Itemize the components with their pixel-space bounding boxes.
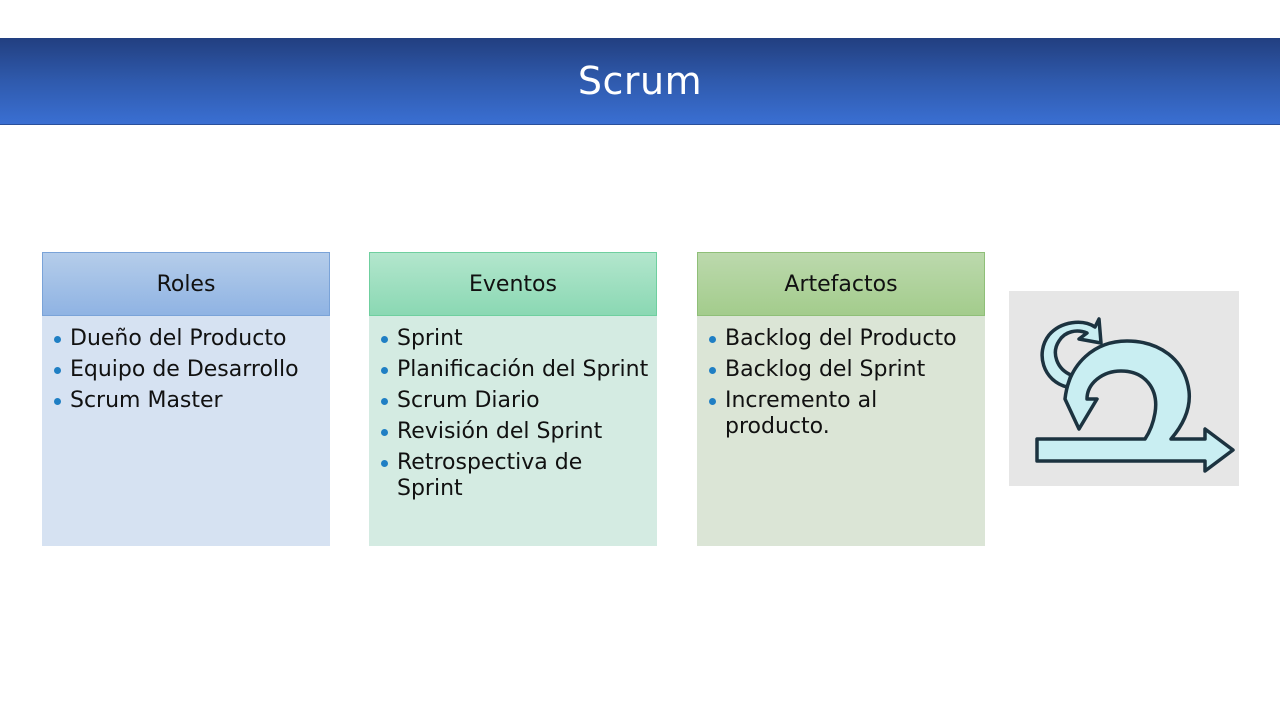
bullet-icon	[709, 336, 716, 343]
bullet-icon	[709, 398, 716, 405]
list-item: Dueño del Producto	[52, 326, 322, 352]
card-artefactos-heading: Artefactos	[697, 252, 985, 316]
list-item: Backlog del Sprint	[707, 357, 977, 383]
list-item: Revisión del Sprint	[379, 419, 649, 445]
card-eventos-body: Sprint Planificación del Sprint Scrum Di…	[369, 316, 657, 546]
eventos-list: Sprint Planificación del Sprint Scrum Di…	[379, 326, 649, 502]
card-eventos-heading: Eventos	[369, 252, 657, 316]
bullet-icon	[381, 398, 388, 405]
artefactos-list: Backlog del Producto Backlog del Sprint …	[707, 326, 977, 440]
list-item: Scrum Master	[52, 388, 322, 414]
scrum-cycle-main-arrow	[1035, 339, 1235, 473]
list-item: Retrospectiva de Sprint	[379, 450, 649, 502]
bullet-icon	[709, 367, 716, 374]
list-item: Equipo de Desarrollo	[52, 357, 322, 383]
list-item: Incremento al producto.	[707, 388, 977, 440]
list-item-text: Revisión del Sprint	[397, 419, 603, 444]
bullet-icon	[54, 398, 61, 405]
bullet-icon	[381, 367, 388, 374]
scrum-cycle-arrow-icon	[1035, 317, 1235, 473]
bullet-icon	[54, 367, 61, 374]
list-item: Planificación del Sprint	[379, 357, 649, 383]
title-bar: Scrum	[0, 38, 1280, 125]
bullet-icon	[54, 336, 61, 343]
slide-title: Scrum	[577, 59, 703, 103]
list-item: Scrum Diario	[379, 388, 649, 414]
list-item-text: Scrum Master	[70, 388, 223, 413]
scrum-cycle-image	[1009, 291, 1239, 486]
bullet-icon	[381, 336, 388, 343]
scrum-cycle-small-arrow	[1040, 317, 1103, 389]
card-artefactos-body: Backlog del Producto Backlog del Sprint …	[697, 316, 985, 546]
list-item-text: Incremento al producto.	[725, 388, 878, 439]
list-item-text: Equipo de Desarrollo	[70, 357, 299, 382]
list-item-text: Planificación del Sprint	[397, 357, 649, 382]
list-item: Backlog del Producto	[707, 326, 977, 352]
card-roles: Roles Dueño del Producto Equipo de Desar…	[42, 252, 330, 546]
card-roles-body: Dueño del Producto Equipo de Desarrollo …	[42, 316, 330, 546]
card-roles-heading: Roles	[42, 252, 330, 316]
card-eventos: Eventos Sprint Planificación del Sprint …	[369, 252, 657, 546]
list-item-text: Backlog del Sprint	[725, 357, 926, 382]
list-item-text: Backlog del Producto	[725, 326, 957, 351]
bullet-icon	[381, 460, 388, 467]
bullet-icon	[381, 429, 388, 436]
list-item-text: Scrum Diario	[397, 388, 540, 413]
list-item-text: Sprint	[397, 326, 463, 351]
list-item-text: Dueño del Producto	[70, 326, 287, 351]
list-item-text: Retrospectiva de Sprint	[397, 450, 583, 501]
card-artefactos: Artefactos Backlog del Producto Backlog …	[697, 252, 985, 546]
list-item: Sprint	[379, 326, 649, 352]
roles-list: Dueño del Producto Equipo de Desarrollo …	[52, 326, 322, 414]
